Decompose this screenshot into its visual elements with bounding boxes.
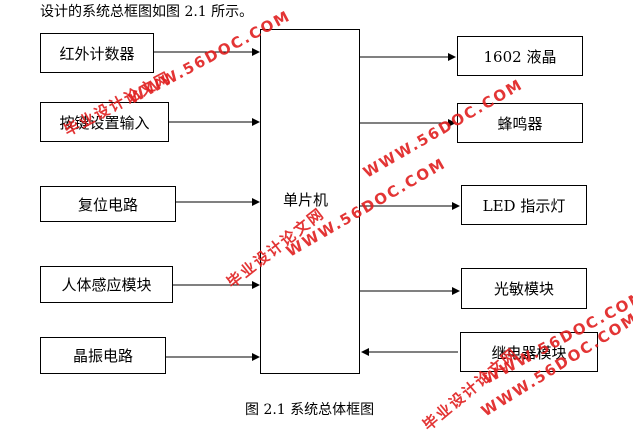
figure-caption: 图 2.1 系统总体框图 xyxy=(245,402,375,418)
output-box-buzzer: 蜂鸣器 xyxy=(457,103,583,143)
input-box-infrared-counter: 红外计数器 xyxy=(40,33,154,73)
output-box-relay: 继电器模块 xyxy=(460,332,598,372)
output-label: 蜂鸣器 xyxy=(497,114,543,133)
connection-arrows xyxy=(153,48,460,361)
input-box-reset-circuit: 复位电路 xyxy=(40,186,176,222)
output-box-led-indicator: LED 指示灯 xyxy=(461,185,587,225)
input-label: 红外计数器 xyxy=(59,44,135,63)
output-label: 继电器模块 xyxy=(491,343,567,362)
input-box-key-settings: 按键设置输入 xyxy=(40,102,169,142)
output-label: 光敏模块 xyxy=(493,280,554,298)
intro-text: 设计的系统总框图如图 2.1 所示。 xyxy=(40,4,254,20)
input-label: 人体感应模块 xyxy=(61,276,152,294)
output-box-lcd1602: 1602 液晶 xyxy=(457,36,583,76)
input-label: 晶振电路 xyxy=(72,347,133,365)
input-box-crystal-oscillator: 晶振电路 xyxy=(40,337,166,374)
input-box-human-sensor: 人体感应模块 xyxy=(40,266,173,303)
mcu-box xyxy=(260,29,360,374)
output-box-light-sensor: 光敏模块 xyxy=(461,268,587,309)
input-label: 复位电路 xyxy=(77,195,138,214)
output-label: LED 指示灯 xyxy=(482,196,566,215)
output-label: 1602 液晶 xyxy=(483,47,557,66)
input-label: 按键设置输入 xyxy=(59,113,150,132)
mcu-label: 单片机 xyxy=(283,191,329,209)
